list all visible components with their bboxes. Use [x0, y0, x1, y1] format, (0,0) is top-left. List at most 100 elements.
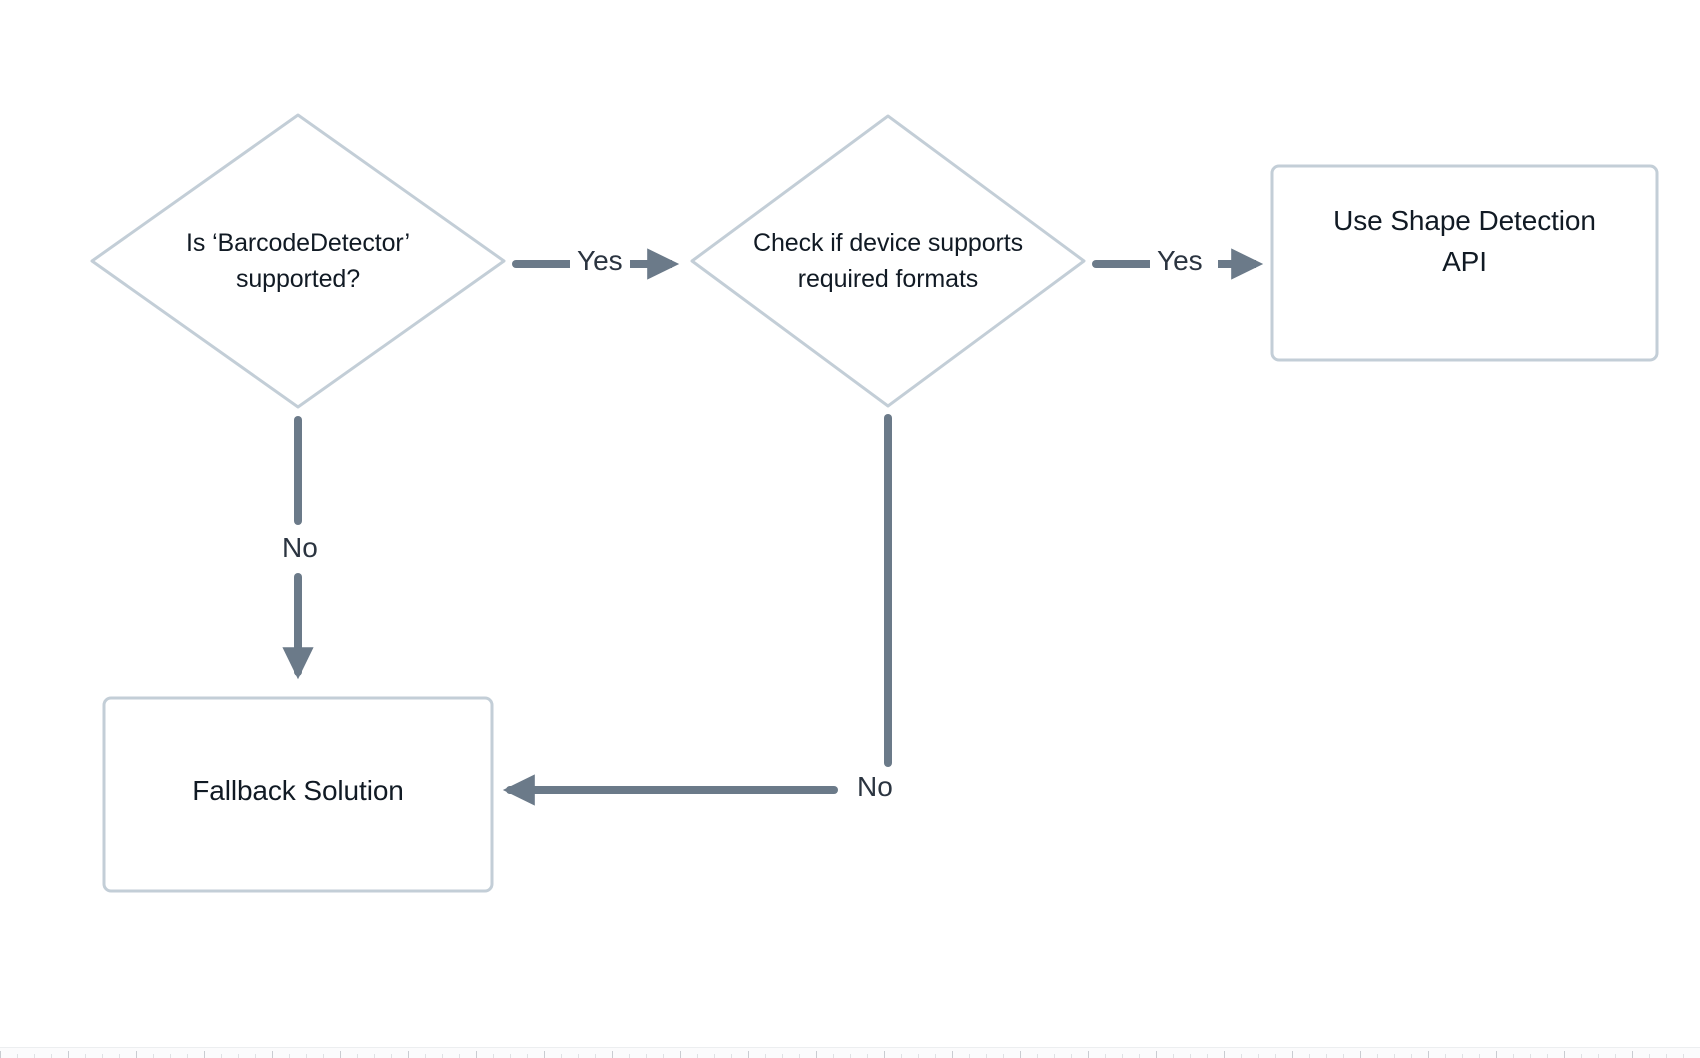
ruler-tick — [1190, 1054, 1191, 1058]
ruler-tick — [1581, 1054, 1582, 1058]
ruler-tick — [119, 1054, 120, 1058]
ruler-tick — [697, 1054, 698, 1058]
ruler-tick — [306, 1054, 307, 1058]
ruler-tick — [1343, 1054, 1344, 1058]
ruler-tick — [765, 1054, 766, 1058]
ruler-tick — [1377, 1054, 1378, 1058]
ruler-tick — [527, 1054, 528, 1058]
ruler-tick — [1258, 1054, 1259, 1058]
ruler-tick — [238, 1054, 239, 1058]
ruler-tick — [459, 1054, 460, 1058]
ruler-tick — [1275, 1054, 1276, 1058]
ruler-tick — [1479, 1054, 1480, 1058]
ruler-tick — [901, 1054, 902, 1058]
ruler-tick — [731, 1054, 732, 1058]
ruler-tick — [1428, 1051, 1429, 1058]
ruler-tick — [34, 1054, 35, 1058]
ruler-tick — [289, 1054, 290, 1058]
ruler-tick — [816, 1051, 817, 1058]
ruler-tick — [578, 1054, 579, 1058]
ruler-tick — [1309, 1054, 1310, 1058]
node-decision-barcodedetector-shape[interactable] — [90, 113, 506, 409]
ruler-tick — [884, 1051, 885, 1058]
ruler-tick — [1666, 1054, 1667, 1058]
ruler-tick — [612, 1051, 613, 1058]
ruler-tick — [255, 1054, 256, 1058]
ruler-tick — [595, 1054, 596, 1058]
node-decision-device-formats-shape[interactable] — [690, 114, 1086, 408]
ruler-tick — [1326, 1054, 1327, 1058]
ruler-tick — [1615, 1054, 1616, 1058]
ruler-tick — [629, 1054, 630, 1058]
ruler-tick — [986, 1054, 987, 1058]
ruler-tick — [493, 1054, 494, 1058]
ruler-tick — [850, 1054, 851, 1058]
ruler-tick — [663, 1054, 664, 1058]
ruler-tick — [1156, 1051, 1157, 1058]
ruler-tick — [476, 1051, 477, 1058]
ruler-tick — [1445, 1054, 1446, 1058]
ruler-tick — [1547, 1054, 1548, 1058]
ruler-tick — [102, 1054, 103, 1058]
ruler-tick — [1054, 1054, 1055, 1058]
ruler-tick — [323, 1054, 324, 1058]
ruler-tick — [646, 1054, 647, 1058]
ruler-tick — [1088, 1051, 1089, 1058]
ruler-tick — [153, 1054, 154, 1058]
ruler-tick — [952, 1051, 953, 1058]
ruler-tick — [969, 1054, 970, 1058]
ruler-tick — [204, 1051, 205, 1058]
ruler-tick — [272, 1051, 273, 1058]
ruler-tick — [867, 1054, 868, 1058]
ruler-tick — [1292, 1051, 1293, 1058]
ruler-tick — [1105, 1054, 1106, 1058]
ruler-tick — [714, 1054, 715, 1058]
ruler-tick — [833, 1054, 834, 1058]
ruler-tick — [1632, 1051, 1633, 1058]
ruler-tick — [68, 1051, 69, 1058]
ruler-tick — [1139, 1054, 1140, 1058]
ruler-tick — [1411, 1054, 1412, 1058]
ruler-tick — [0, 1051, 1, 1058]
canvas-ruler — [0, 1047, 1700, 1058]
ruler-tick — [1224, 1051, 1225, 1058]
ruler-tick — [1020, 1051, 1021, 1058]
ruler-tick — [1683, 1054, 1684, 1058]
ruler-tick — [680, 1051, 681, 1058]
ruler-tick — [425, 1054, 426, 1058]
ruler-tick — [391, 1054, 392, 1058]
ruler-tick — [1598, 1054, 1599, 1058]
ruler-tick — [340, 1051, 341, 1058]
node-process-fallback-solution-shape[interactable] — [102, 696, 494, 893]
ruler-tick — [1071, 1054, 1072, 1058]
ruler-tick — [408, 1051, 409, 1058]
ruler-tick — [1513, 1054, 1514, 1058]
ruler-tick — [544, 1051, 545, 1058]
node-process-shape-detection-api-shape[interactable] — [1270, 164, 1659, 362]
ruler-tick — [221, 1054, 222, 1058]
ruler-tick — [782, 1054, 783, 1058]
ruler-tick — [1207, 1054, 1208, 1058]
ruler-tick — [170, 1054, 171, 1058]
ruler-tick — [1360, 1051, 1361, 1058]
ruler-tick — [85, 1054, 86, 1058]
ruler-tick — [918, 1054, 919, 1058]
ruler-tick — [1241, 1054, 1242, 1058]
ruler-tick — [136, 1051, 137, 1058]
ruler-tick — [1037, 1054, 1038, 1058]
ruler-tick — [357, 1054, 358, 1058]
ruler-tick — [374, 1054, 375, 1058]
ruler-tick — [1530, 1054, 1531, 1058]
ruler-tick — [1462, 1054, 1463, 1058]
ruler-tick — [799, 1054, 800, 1058]
ruler-tick — [51, 1054, 52, 1058]
ruler-tick — [1003, 1054, 1004, 1058]
ruler-tick — [561, 1054, 562, 1058]
ruler-tick — [1122, 1054, 1123, 1058]
ruler-tick — [748, 1051, 749, 1058]
ruler-tick — [510, 1054, 511, 1058]
ruler-tick — [1394, 1054, 1395, 1058]
ruler-tick — [1496, 1051, 1497, 1058]
